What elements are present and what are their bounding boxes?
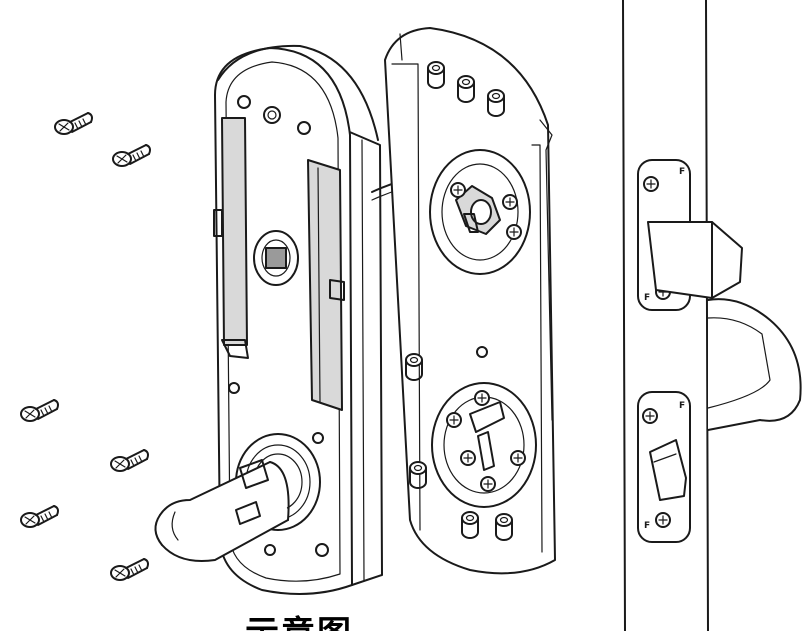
screw-4 — [110, 449, 149, 472]
strike-plate-letter-lower-bottom: F — [644, 521, 650, 531]
screw-1 — [54, 112, 93, 135]
exterior-lever-handle — [707, 298, 802, 431]
mounting-plate — [384, 27, 556, 575]
latch-bolt — [649, 439, 687, 501]
door-edge — [622, 0, 709, 631]
screw-3 — [20, 399, 59, 422]
screw-group-lower — [20, 399, 149, 581]
strike-plate-letter-lower-top: F — [679, 401, 685, 411]
lever-spindle-tube — [154, 459, 290, 562]
screw-2 — [112, 144, 151, 167]
deadbolt — [647, 221, 743, 299]
strike-plate-letter-upper-top: F — [679, 167, 685, 177]
screw-group-upper — [54, 112, 151, 167]
diagram-caption-fragment: 示意图 — [245, 614, 475, 631]
screw-6 — [110, 558, 149, 581]
interior-lock-housing — [213, 44, 383, 595]
strike-plate-letter-upper-bottom: F — [644, 293, 650, 303]
screw-5 — [20, 505, 59, 528]
